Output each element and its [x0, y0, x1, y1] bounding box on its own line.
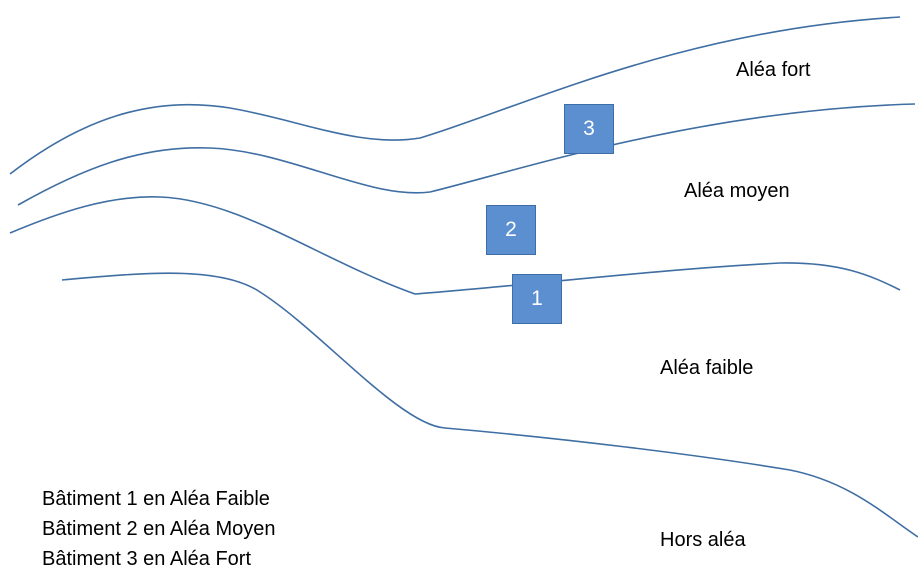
building-1: 1: [512, 274, 562, 324]
building-2: 2: [486, 205, 536, 255]
legend: Bâtiment 1 en Aléa Faible Bâtiment 2 en …: [42, 484, 275, 574]
legend-item-2: Bâtiment 2 en Aléa Moyen: [42, 518, 276, 540]
zone-label-fort: Aléa fort: [736, 59, 811, 81]
building-3: 3: [564, 104, 614, 154]
zone-label-moyen: Aléa moyen: [684, 180, 790, 202]
zone-label-faible: Aléa faible: [660, 357, 754, 379]
boundary-line-upper: [17, 103, 916, 206]
legend-item-1: Bâtiment 1 en Aléa Faible: [42, 488, 270, 510]
boundary-line-lower: [61, 272, 918, 538]
boundary-line-top: [9, 16, 901, 175]
zone-label-hors: Hors aléa: [660, 529, 746, 551]
legend-item-3: Bâtiment 3 en Aléa Fort: [42, 548, 252, 570]
boundary-line-middle: [9, 196, 901, 295]
